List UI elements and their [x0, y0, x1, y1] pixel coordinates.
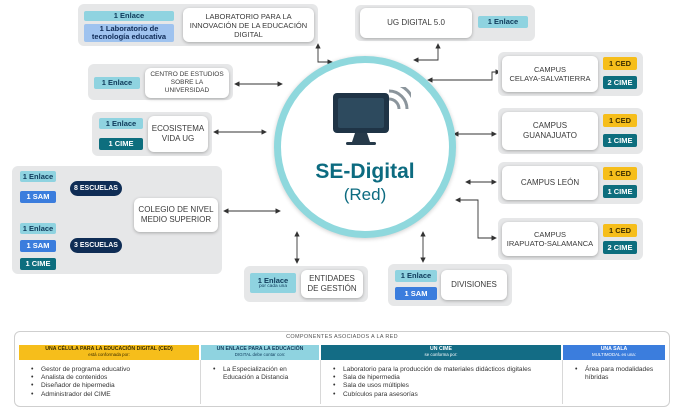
ecosistema-enlace-tag: 1 Enlace	[99, 118, 143, 129]
entidades-card[interactable]: ENTIDADES DE GESTIÓN	[301, 270, 363, 298]
laboratorio-lab-tag: 1 Laboratorio de tecnología educativa	[84, 24, 174, 42]
colegio-g2-cime-tag: 1 CIME	[20, 258, 56, 270]
irapuato-cime-tag: 2 CIME	[603, 241, 637, 254]
guanajuato-cime-tag: 1 CIME	[603, 134, 637, 147]
se-digital-hub[interactable]: SE-Digital (Red)	[274, 56, 456, 238]
sala-list: Área para modalidades híbridas	[573, 366, 653, 382]
list-item: Gestor de programa educativo	[31, 366, 130, 374]
colegio-g1-enlace-tag: 1 Enlace	[20, 171, 56, 182]
list-item: Sala de usos múltiples	[333, 382, 531, 390]
leon-ced-tag: 1 CED	[603, 167, 637, 180]
ced-header-sub: está conformada por:	[88, 351, 130, 357]
hub-subtitle: (Red)	[343, 185, 387, 204]
sala-header-sub: MULTIMODAL es una:	[592, 351, 636, 357]
colegio-3-escuelas-pill: 3 ESCUELAS	[70, 238, 122, 253]
list-item: La Especialización en	[213, 366, 288, 374]
leon-cime-tag: 1 CIME	[603, 185, 637, 198]
divider	[562, 360, 563, 404]
divisiones-card[interactable]: DIVISIONES	[441, 270, 507, 300]
list-item-cont: Educación a Distancia	[223, 374, 289, 382]
colegio-g2-enlace-tag: 1 Enlace	[20, 223, 56, 234]
ecosistema-card[interactable]: ECOSISTEMA VIDA UG	[148, 116, 208, 152]
list-item: Cubículos para asesorías	[333, 391, 531, 399]
leon-card[interactable]: CAMPUS LEÓN	[502, 166, 598, 200]
list-item: Sala de hipermedia	[333, 374, 531, 382]
irapuato-card[interactable]: CAMPUS IRAPUATO-SALAMANCA	[502, 222, 598, 256]
cime-header: UN CIME se conforma por:	[321, 345, 561, 360]
centro-enlace-tag: 1 Enlace	[94, 77, 140, 89]
divider	[200, 360, 201, 404]
sala-header: UNA SALA MULTIMODAL es una:	[563, 345, 665, 360]
cime-list: Laboratorio para la producción de materi…	[331, 366, 531, 399]
divisiones-enlace-tag: 1 Enlace	[395, 270, 437, 282]
ced-list: Gestor de programa educativo Analista de…	[29, 366, 130, 399]
cime-header-title: UN CIME	[430, 346, 452, 353]
guanajuato-card[interactable]: CAMPUS GUANAJUATO	[502, 112, 598, 150]
divider	[320, 360, 321, 404]
enlace-header-title: UN ENLACE PARA LA EDUCACIÓN	[216, 346, 304, 353]
ced-header: UNA CÉLULA PARA LA EDUCACIÓN DIGITAL (CE…	[19, 345, 199, 360]
colegio-card[interactable]: COLEGIO DE NIVEL MEDIO SUPERIOR	[134, 198, 218, 232]
entidades-enlace-label: 1 Enlace	[257, 275, 289, 285]
laboratorio-enlace-tag: 1 Enlace	[84, 11, 174, 21]
centro-estudios-card[interactable]: CENTRO DE ESTUDIOS SOBRE LA UNIVERSIDAD	[145, 68, 229, 98]
list-item: Laboratorio para la producción de materi…	[333, 366, 531, 374]
list-item-cont: híbridas	[585, 374, 609, 382]
ug-digital-enlace-tag: 1 Enlace	[478, 16, 528, 28]
hub-title: SE-Digital	[315, 160, 415, 183]
ug-digital-card[interactable]: UG DIGITAL 5.0	[360, 8, 472, 38]
list-item: Diseñador de hipermedia	[31, 382, 130, 390]
irapuato-ced-tag: 1 CED	[603, 224, 637, 237]
enlace-list: La Especialización en Educación a Distan…	[211, 366, 288, 382]
sala-header-title: UNA SALA	[600, 346, 628, 353]
laboratorio-card[interactable]: LABORATORIO PARA LA INNOVACIÓN DE LA EDU…	[183, 8, 314, 42]
guanajuato-ced-tag: 1 CED	[603, 114, 637, 127]
enlace-header-sub: DIGITAL debe contar con:	[234, 351, 286, 357]
cime-header-sub: se conforma por:	[424, 351, 458, 357]
list-item: Área para modalidades	[575, 366, 653, 374]
components-table: COMPONENTES ASOCIADOS A LA RED UNA CÉLUL…	[14, 331, 670, 407]
ced-header-title: UNA CÉLULA PARA LA EDUCACIÓN DIGITAL (CE…	[45, 346, 173, 353]
celaya-ced-tag: 1 CED	[603, 57, 637, 70]
enlace-header: UN ENLACE PARA LA EDUCACIÓN DIGITAL debe…	[201, 345, 319, 360]
components-caption: COMPONENTES ASOCIADOS A LA RED	[286, 334, 398, 340]
entidades-enlace-sub: por cada una	[258, 284, 287, 290]
celaya-cime-tag: 2 CIME	[603, 76, 637, 89]
list-item: Administrador del CIME	[31, 391, 130, 399]
divisiones-sam-tag: 1 SAM	[395, 287, 437, 300]
ecosistema-cime-tag: 1 CIME	[99, 138, 143, 150]
list-item: Analista de contenidos	[31, 374, 130, 382]
colegio-g2-sam-tag: 1 SAM	[20, 240, 56, 252]
colegio-g1-sam-tag: 1 SAM	[20, 191, 56, 203]
colegio-8-escuelas-pill: 8 ESCUELAS	[70, 181, 122, 196]
entidades-enlace-tag: 1 Enlace por cada una	[250, 273, 296, 293]
celaya-card[interactable]: CAMPUS CELAYA-SALVATIERRA	[502, 56, 598, 92]
computer-wifi-icon	[333, 87, 411, 145]
